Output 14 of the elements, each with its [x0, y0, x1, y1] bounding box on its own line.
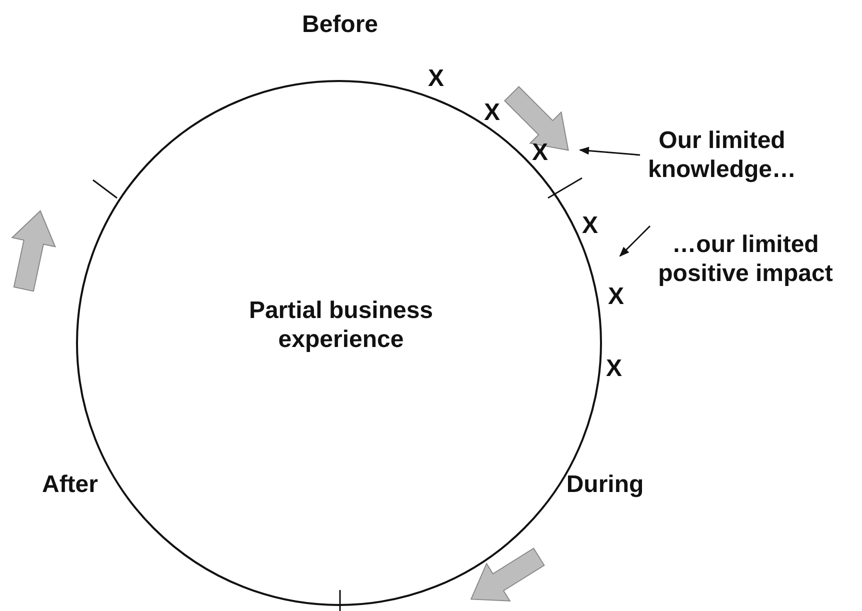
phase-label: During — [565, 470, 645, 499]
leader-arrow — [619, 225, 651, 257]
phase-label: After — [40, 470, 99, 499]
phase-label: Before — [300, 10, 380, 39]
center-label: Partial business experience — [248, 296, 434, 354]
x-mark: X — [426, 64, 445, 93]
x-mark: X — [482, 98, 501, 127]
callout-text: Our limited knowledge… — [612, 126, 832, 184]
x-mark: X — [580, 211, 599, 240]
x-mark: X — [530, 138, 549, 167]
callout-text: …our limited positive impact — [638, 230, 853, 288]
x-mark: X — [604, 354, 623, 383]
leader-arrow — [579, 146, 640, 156]
x-mark: X — [606, 282, 625, 311]
